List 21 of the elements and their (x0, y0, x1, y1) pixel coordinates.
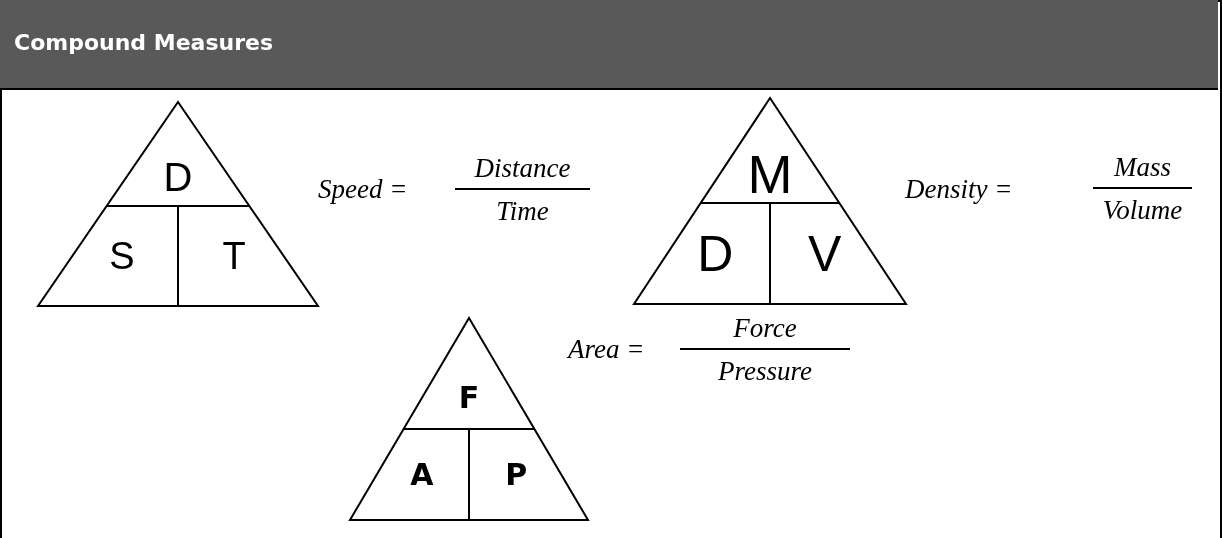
formula-text: Density = (905, 176, 1013, 203)
formula-triangle (634, 98, 906, 304)
triangle-letter: D (697, 228, 734, 279)
triangle-letter: A (410, 459, 434, 490)
triangle-letter: F (458, 383, 480, 413)
numerator: Mass (1114, 154, 1171, 181)
denominator: Pressure (718, 358, 812, 385)
triangle-letter: D (163, 156, 193, 197)
numerator: Distance (474, 155, 571, 182)
triangle-letter: S (109, 237, 135, 275)
triangle-letter: V (808, 228, 842, 279)
formula-text: Speed = (318, 176, 408, 203)
denominator: Time (496, 198, 549, 225)
formula-triangle (38, 102, 318, 306)
denominator: Volume (1102, 197, 1183, 224)
triangle-letter: M (747, 146, 793, 201)
triangle-letter: T (222, 237, 246, 275)
formula-text: Area = (568, 336, 645, 363)
numerator: Force (733, 315, 797, 342)
triangle-letter: P (505, 459, 528, 490)
title: Compound Measures (14, 30, 274, 55)
